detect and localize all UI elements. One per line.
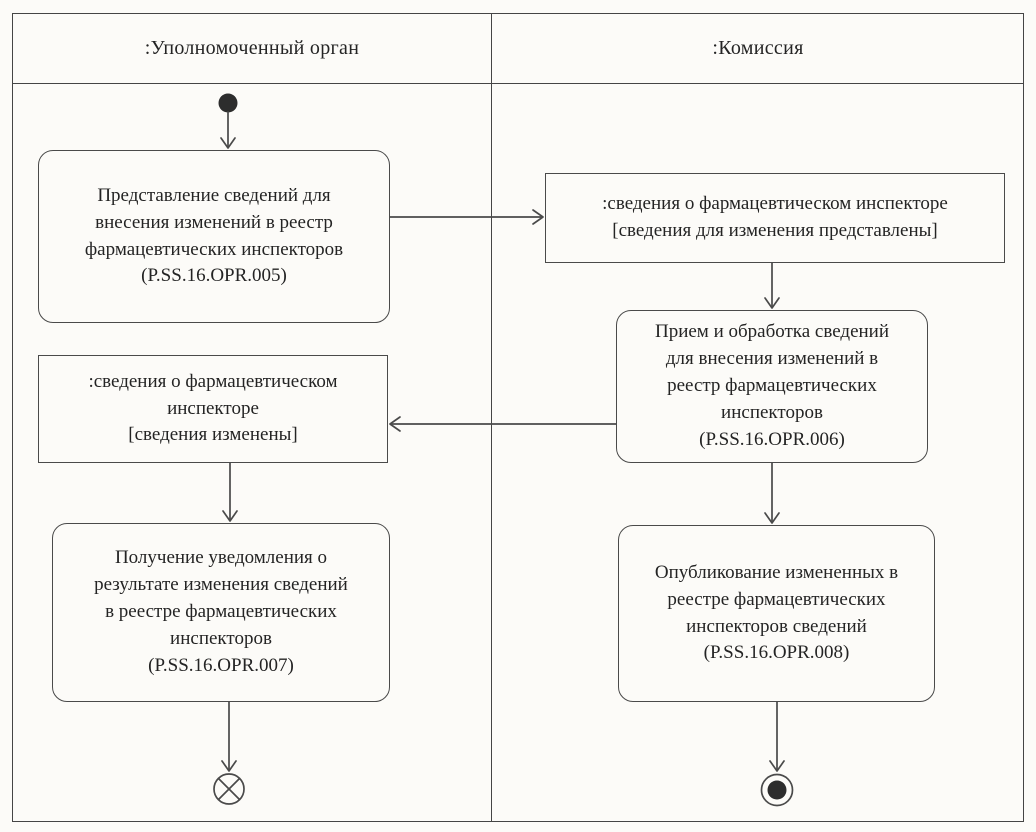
- lane-header-separator: [12, 83, 1024, 84]
- lane-header-authorized-body: :Уполномоченный орган: [144, 36, 360, 59]
- lane-header-commission: :Комиссия: [712, 36, 804, 59]
- action-node-opr007: Получение уведомления о результате измен…: [52, 523, 390, 702]
- diagram-frame: [12, 13, 1024, 822]
- action-node-opr008: Опубликование измененных в реестре фарма…: [618, 525, 935, 702]
- object-node-info-submitted: :сведения о фармацевтическом инспекторе …: [545, 173, 1005, 263]
- action-node-opr005: Представление сведений для внесения изме…: [38, 150, 390, 323]
- lane-divider: [491, 13, 492, 822]
- action-node-opr006: Прием и обработка сведений для внесения …: [616, 310, 928, 463]
- object-node-info-changed: :сведения о фармацевтическом инспекторе …: [38, 355, 388, 463]
